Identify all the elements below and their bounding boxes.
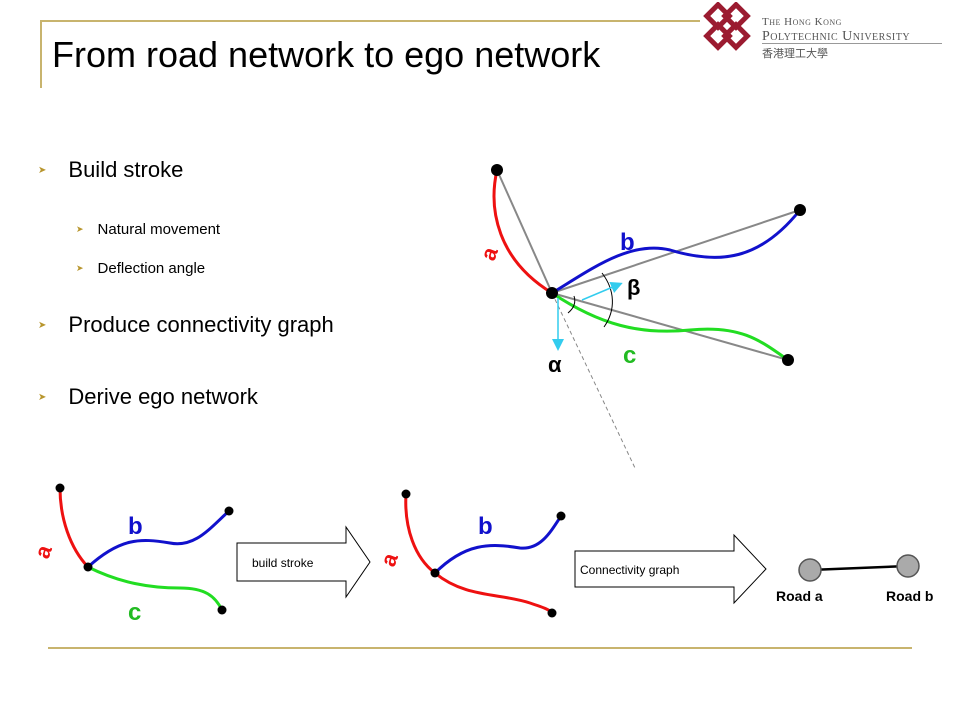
road-c-line <box>551 291 789 362</box>
label-b: b <box>478 513 493 540</box>
node <box>217 605 227 615</box>
node <box>401 489 411 499</box>
label-a: a <box>475 243 503 264</box>
label-c: c <box>623 342 636 369</box>
bullet-label: Derive ego network <box>68 384 258 409</box>
bullet-label: Deflection angle <box>97 260 206 277</box>
bullet-build-stroke: ➤ Build stroke <box>38 157 183 183</box>
road-network-small: a b c <box>30 483 234 626</box>
bullet-deflection-angle: ➤ Deflection angle <box>76 260 205 277</box>
road-b-line <box>433 515 563 575</box>
graph-node-road-b <box>896 554 920 578</box>
label-c: c <box>128 599 141 626</box>
connectivity-graph-arrow <box>574 533 767 605</box>
bullet-label: Build stroke <box>68 157 184 182</box>
node <box>224 506 234 516</box>
connectivity-graph-result <box>798 554 920 582</box>
beta-arrow <box>581 281 623 301</box>
node-junction <box>546 287 558 299</box>
extension-line <box>551 292 636 469</box>
slide-title: From road network to ego network <box>52 34 601 75</box>
build-stroke-label: build stroke <box>252 556 314 570</box>
label-beta: β <box>627 275 640 300</box>
logo-divider <box>762 43 942 44</box>
road-a-label: Road a <box>776 588 823 604</box>
node-b-end <box>794 204 806 216</box>
university-name-line2: Polytechnic University <box>762 29 911 44</box>
title-rule-horizontal <box>40 20 700 22</box>
bullet-arrow-icon: ➤ <box>38 319 47 331</box>
road-a-line <box>58 487 90 569</box>
bullet-connectivity-graph: ➤ Produce connectivity graph <box>38 312 334 338</box>
beta-angle-arc <box>601 272 613 328</box>
label-a: a <box>30 541 57 562</box>
node-c-end <box>782 354 794 366</box>
label-alpha: α <box>548 352 562 377</box>
build-stroke-arrow <box>236 525 371 599</box>
node-a-end <box>491 164 503 176</box>
bullet-natural-movement: ➤ Natural movement <box>76 221 220 238</box>
alpha-angle-arc <box>567 295 576 314</box>
graph-edge <box>809 564 909 572</box>
university-name-line1: The Hong Kong <box>762 16 842 28</box>
node <box>547 608 557 618</box>
label-b: b <box>128 513 143 540</box>
connectivity-graph-label: Connectivity graph <box>580 563 680 577</box>
label-b: b <box>620 229 635 256</box>
road-b-label: Road b <box>886 588 934 604</box>
polyu-logo-icon <box>703 2 751 51</box>
bullet-label: Natural movement <box>97 221 221 238</box>
road-c-line <box>87 565 224 611</box>
university-name-chinese: 香港理工大學 <box>762 48 828 60</box>
graph-node-road-a <box>798 558 822 582</box>
bullet-ego-network: ➤ Derive ego network <box>38 384 258 410</box>
chord-a <box>496 169 553 294</box>
road-b-line <box>86 509 231 569</box>
stroke-a-line <box>404 493 554 614</box>
footer-rule <box>48 647 912 649</box>
title-rule-vertical <box>40 20 42 88</box>
node <box>556 511 566 521</box>
deflection-angle-diagram: a b c α β <box>475 164 806 469</box>
bullet-arrow-icon: ➤ <box>76 263 84 273</box>
bullet-arrow-icon: ➤ <box>38 391 47 403</box>
stroke-network-small: a b <box>380 489 566 618</box>
bullet-label: Produce connectivity graph <box>68 312 334 337</box>
chord-c <box>551 292 789 361</box>
bullet-arrow-icon: ➤ <box>38 164 47 176</box>
node <box>83 562 93 572</box>
bullet-arrow-icon: ➤ <box>76 224 84 234</box>
road-b-line <box>551 209 802 295</box>
road-a-line <box>492 169 553 295</box>
node <box>55 483 65 493</box>
label-a: a <box>380 549 403 570</box>
node <box>430 568 440 578</box>
